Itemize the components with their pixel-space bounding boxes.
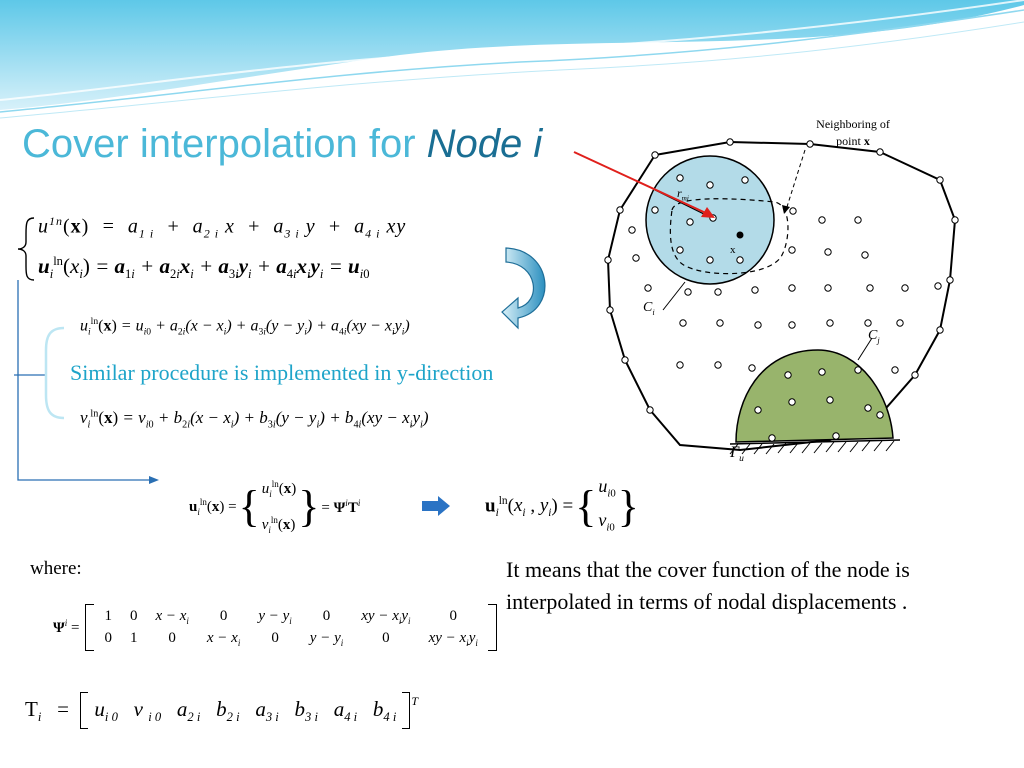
neighbor-region (669, 198, 789, 275)
similar-procedure-text: Similar procedure is implemented in y-di… (70, 360, 494, 385)
meaning-line-1: It means that the cover function of the … (506, 557, 910, 582)
equation-vector-form: uiln(x) = { uiln(x)viln(x) } = ΨiTi (189, 479, 361, 535)
t-vector-equation: Ti = ui 0 v i 0 a2 i b2 i a3 i b3 i a4 i… (24, 691, 419, 730)
cover-j-label: Cj (868, 328, 880, 345)
slide-title-node: Node i (426, 122, 543, 166)
header-wave-decoration (0, 0, 1024, 119)
where-label: where: (30, 558, 82, 579)
slide-title: Cover interpolation for Node i (22, 122, 542, 167)
slide-title-main: Cover interpolation for (22, 122, 427, 166)
neighbor-label: Neighboring of point x (816, 117, 890, 148)
point-x-label: x (730, 244, 736, 256)
cover-diagram (573, 138, 959, 455)
equation-ui-at-node: uiln(xi) = a1i + a2ixi + a3iyi + a4ixiyi… (38, 254, 370, 282)
equation-v-interp: viln(x) = vi0 + b2i(x − xi) + b3i(y − yi… (80, 408, 429, 431)
meaning-line-2: interpolated in terms of nodal displacem… (506, 589, 908, 614)
left-brace-system (17, 217, 35, 281)
cover-i-label: Ci (643, 300, 655, 317)
equation-u-interp: uiln(x) = ui0 + a2i(x − xi) + a3i(y − yi… (80, 316, 410, 338)
equation-ui-general: u1n(x) = a1 i + a2 i x + a3 i y + a4 i x… (38, 214, 407, 241)
gamma-u-label: Γu (730, 444, 744, 465)
right-arrow-icon (422, 496, 450, 516)
curved-arrow-icon (501, 247, 546, 330)
cover-j (735, 349, 894, 443)
grouping-bracket (14, 280, 159, 484)
meaning-paragraph: It means that the cover function of the … (506, 554, 910, 618)
radius-label: rmi (677, 186, 689, 203)
